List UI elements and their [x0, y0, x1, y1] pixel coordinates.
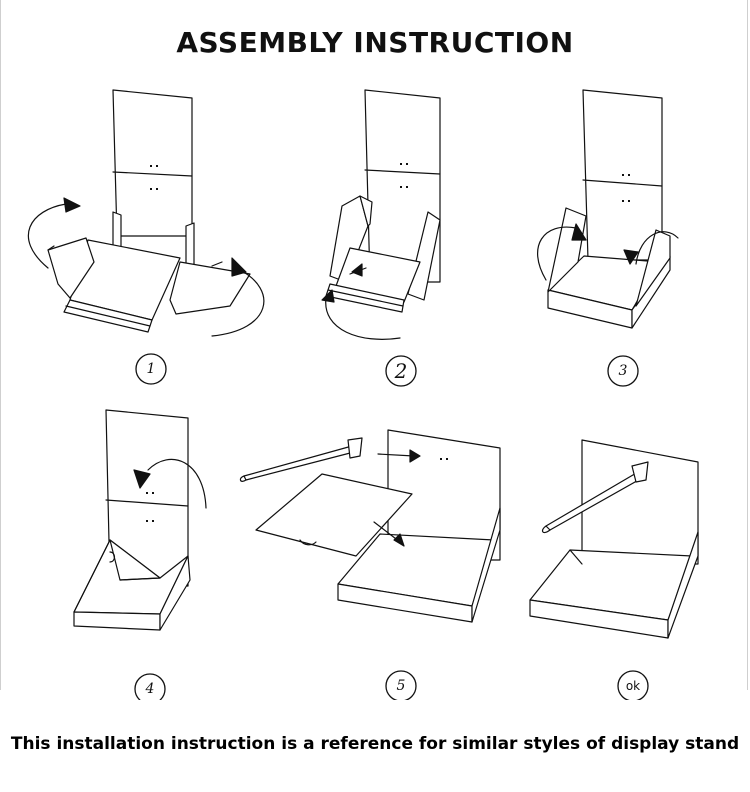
- diagram-frame: [0, 0, 748, 690]
- step-1-illustration: [27, 89, 265, 337]
- step-3-illustration: [537, 89, 679, 329]
- page-title: ASSEMBLY INSTRUCTION: [176, 26, 574, 59]
- step-1-badge: 1: [135, 353, 167, 385]
- step-5-label: 5: [397, 678, 406, 694]
- step-ok-badge: ok: [617, 670, 649, 700]
- step-2-illustration: [321, 89, 441, 340]
- step-1-label: 1: [147, 361, 156, 377]
- step-3-label: 3: [619, 363, 628, 379]
- disclaimer-caption: This installation instruction is a refer…: [10, 734, 740, 754]
- step-5-badge: 5: [385, 670, 417, 700]
- step-ok-label: ok: [626, 679, 640, 693]
- step-3-badge: 3: [607, 355, 639, 387]
- step-5-illustration: [239, 429, 501, 623]
- step-ok-illustration: [529, 439, 699, 639]
- step-2-label: 2: [394, 359, 408, 383]
- step-4-badge: 4: [134, 673, 166, 700]
- step-4-label: 4: [145, 681, 155, 697]
- step-4-illustration: [73, 409, 207, 631]
- assembly-diagram: 1 2 3 4 5 ok: [27, 89, 699, 700]
- step-2-badge: 2: [385, 355, 417, 387]
